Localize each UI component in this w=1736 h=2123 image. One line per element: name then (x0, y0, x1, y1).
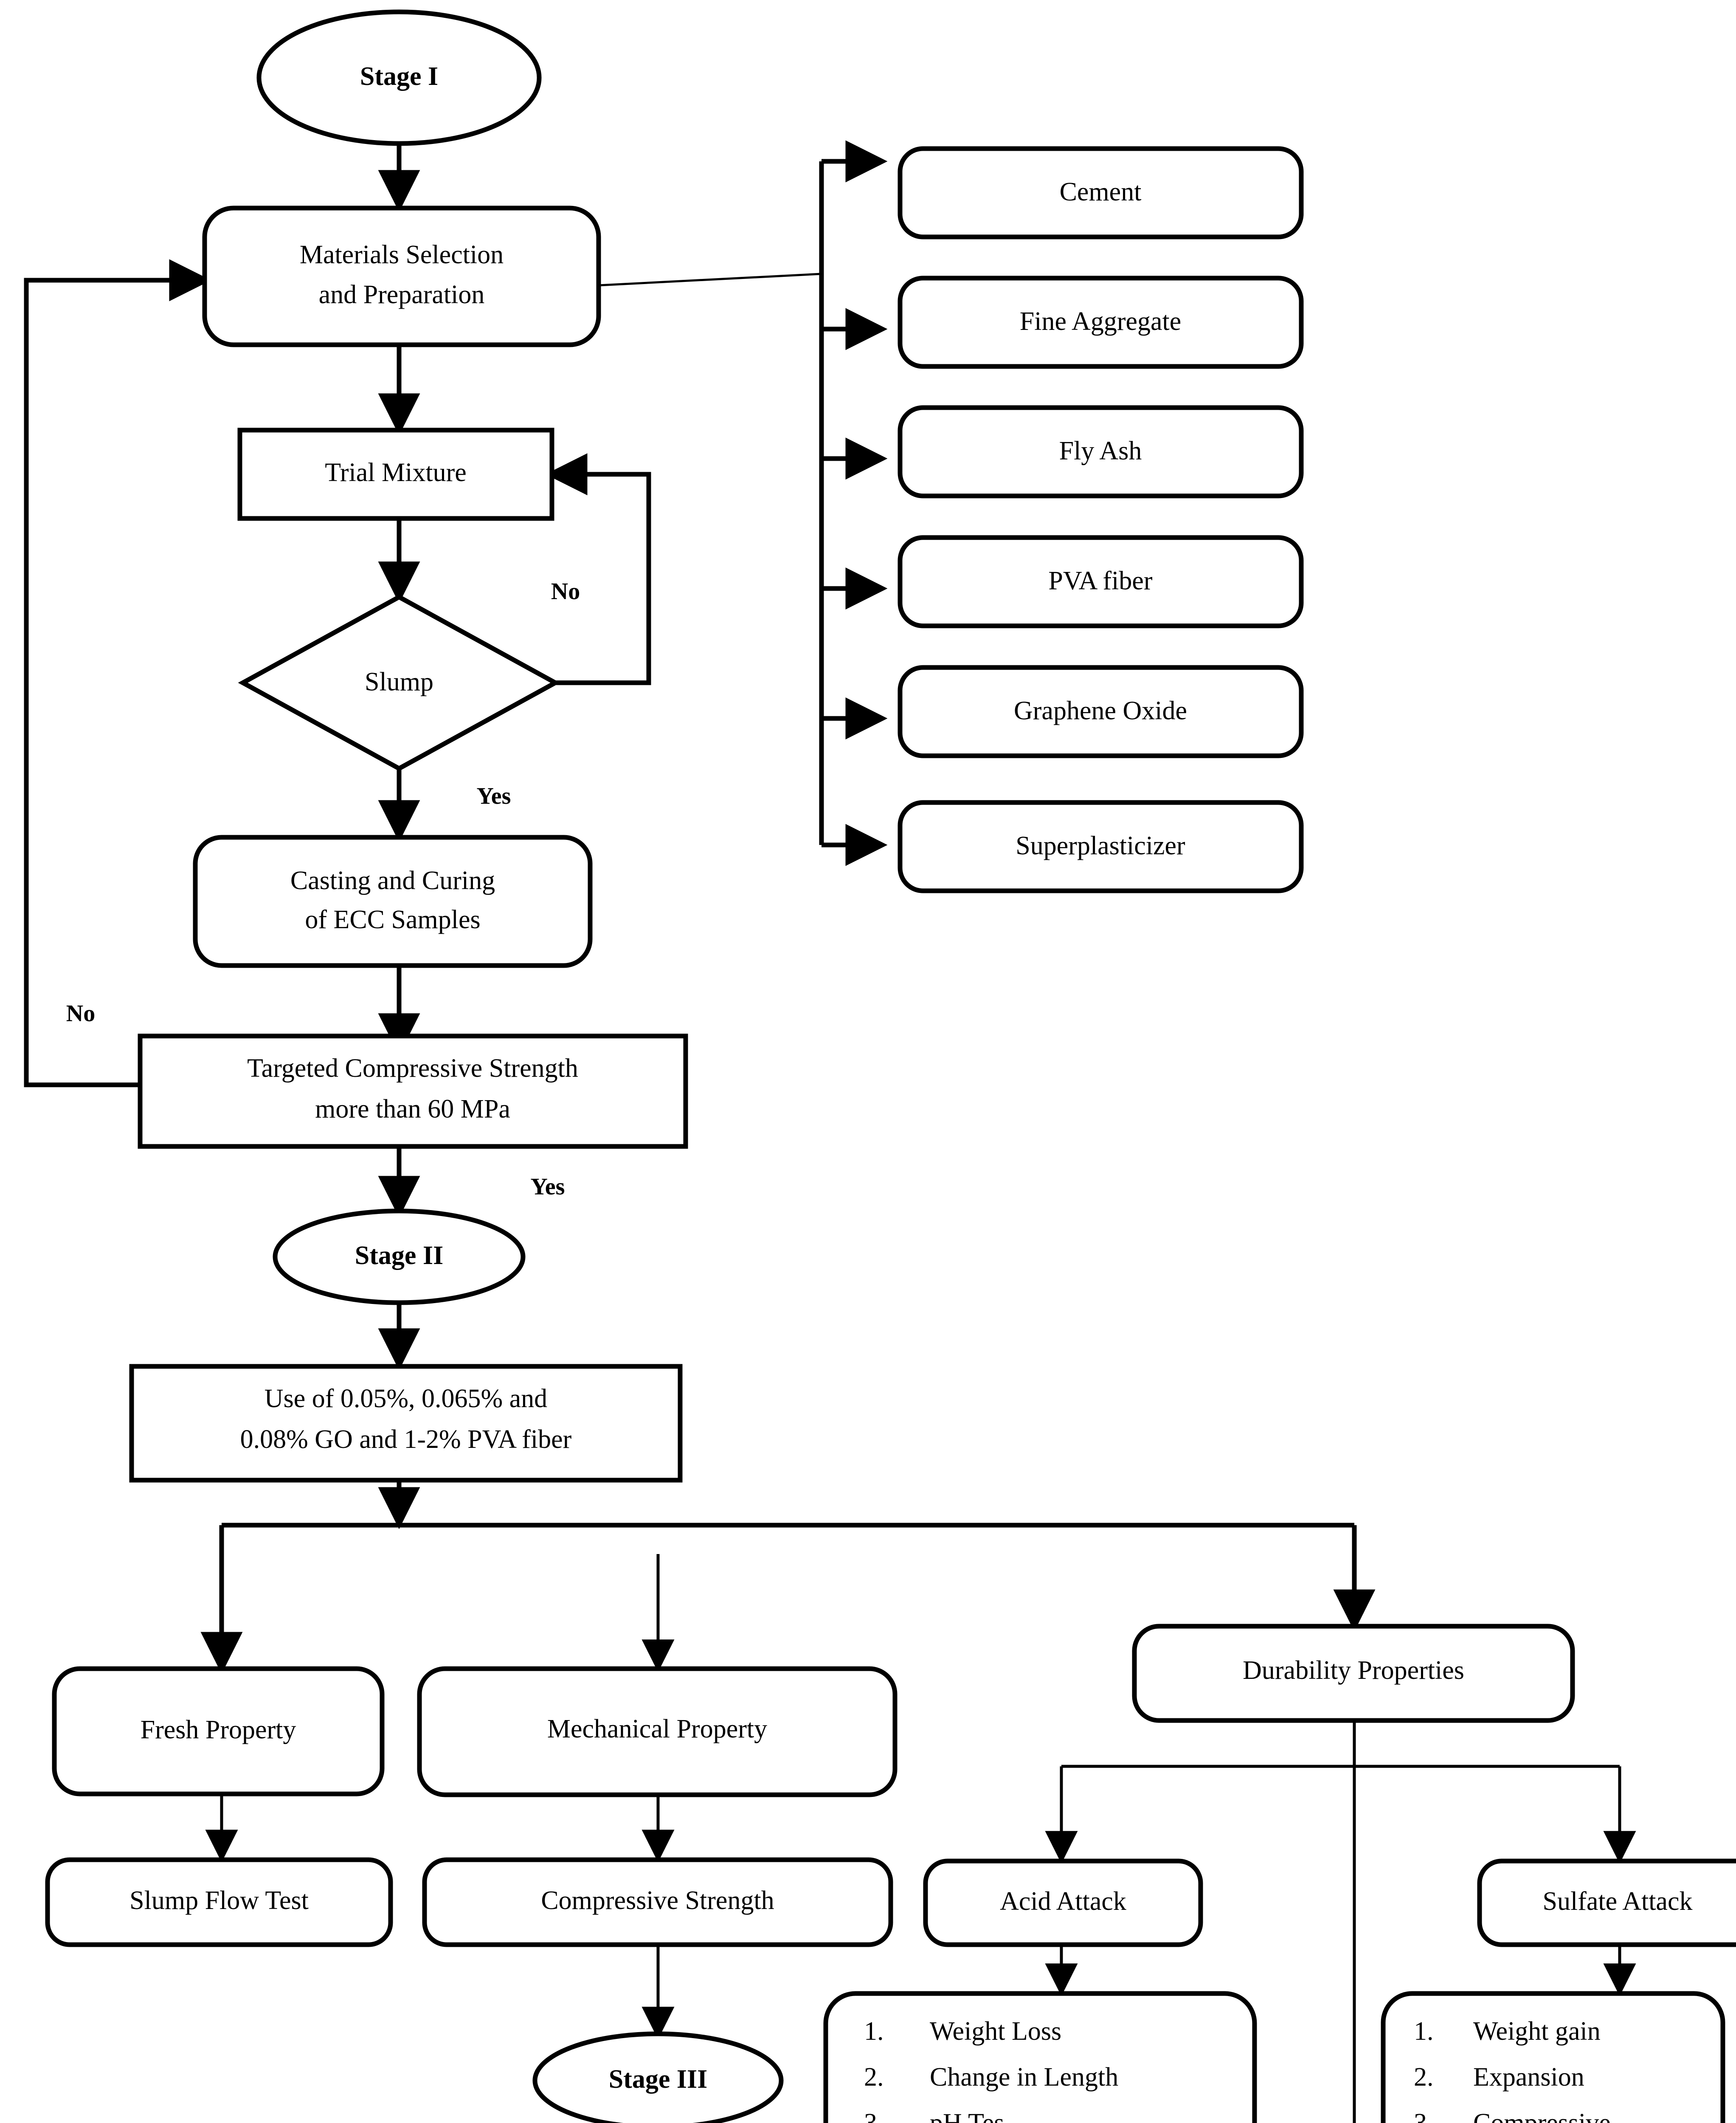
node-material-cement-label: Cement (1060, 177, 1142, 206)
acid-test-num-1: 1. (864, 2017, 884, 2046)
node-casting-line1: Casting and Curing (290, 866, 495, 895)
node-material-pva-fiber-label: PVA fiber (1048, 566, 1153, 595)
node-slump-decision[interactable]: Slump (238, 594, 560, 771)
node-materials-line1: Materials Selection (300, 240, 504, 269)
node-slump-flow-test[interactable]: Slump Flow Test (45, 1857, 393, 1947)
node-material-fine-aggregate-label: Fine Aggregate (1020, 307, 1182, 336)
node-material-cement[interactable]: Cement (898, 146, 1304, 239)
node-use-of-go-pva[interactable]: Use of 0.05%, 0.065% and 0.08% GO and 1-… (129, 1364, 683, 1483)
edge-label-targeted-no: No (66, 1000, 95, 1027)
acid-test-text-3: pH Tes (930, 2109, 1004, 2123)
node-material-fly-ash[interactable]: Fly Ash (898, 405, 1304, 498)
node-trial-mixture-label: Trial Mixture (325, 458, 467, 487)
edge-label-slump-no: No (551, 578, 580, 605)
acid-test-text-2: Change in Length (930, 2063, 1118, 2092)
edge-label-targeted-yes: Yes (531, 1174, 565, 1200)
node-casting-line2: of ECC Samples (305, 905, 480, 934)
node-material-pva-fiber[interactable]: PVA fiber (898, 535, 1304, 628)
edge-slump-no-loop (545, 453, 651, 685)
node-durability-properties[interactable]: Durability Properties (1132, 1624, 1575, 1723)
node-stage1-label: Stage I (360, 62, 438, 91)
node-acid-attack[interactable]: Acid Attack (923, 1858, 1203, 1947)
node-sulfate-attack[interactable]: Sulfate Attack (1477, 1858, 1736, 1947)
acid-attack-test-list: 1. Weight Loss 2. Change in Length 3. pH… (864, 2017, 1118, 2123)
node-mechanical-property[interactable]: Mechanical Property (417, 1666, 898, 1797)
node-material-superplasticizer-label: Superplasticizer (1016, 831, 1185, 860)
node-slump-label: Slump (365, 667, 433, 696)
node-fresh-property-label: Fresh Property (141, 1715, 296, 1744)
node-sulfate-attack-label: Sulfate Attack (1543, 1887, 1693, 1916)
node-material-graphene-oxide[interactable]: Graphene Oxide (898, 665, 1304, 758)
node-materials-selection[interactable]: Materials Selection and Preparation (202, 206, 601, 347)
edge-targeted-no-loop (24, 259, 211, 1087)
node-material-fine-aggregate[interactable]: Fine Aggregate (898, 276, 1304, 369)
node-acid-attack-label: Acid Attack (1000, 1887, 1126, 1916)
node-material-superplasticizer[interactable]: Superplasticizer (898, 800, 1304, 893)
node-targeted-line2: more than 60 MPa (315, 1095, 510, 1123)
sulfate-test-text-1: Weight gain (1473, 2017, 1601, 2046)
node-slump-flow-test-label: Slump Flow Test (129, 1886, 309, 1915)
sulfate-test-num-1: 1. (1414, 2017, 1434, 2046)
node-material-graphene-oxide-label: Graphene Oxide (1014, 696, 1187, 725)
node-useof-line2: 0.08% GO and 1-2% PVA fiber (240, 1425, 572, 1454)
node-stage2[interactable]: Stage II (273, 1208, 526, 1305)
node-targeted-strength[interactable]: Targeted Compressive Strength more than … (138, 1033, 688, 1149)
node-stage3[interactable]: Stage III (532, 2031, 784, 2123)
acid-test-num-3: 3. (864, 2109, 884, 2123)
sulfate-test-num-3: 3. (1414, 2109, 1434, 2123)
node-durability-properties-label: Durability Properties (1243, 1656, 1464, 1685)
node-sulfate-attack-tests[interactable]: 1. Weight gain 2. Expansion 3. Compressi… (1381, 1991, 1725, 2123)
node-material-fly-ash-label: Fly Ash (1059, 436, 1142, 465)
node-stage2-label: Stage II (355, 1241, 443, 1270)
node-stage3-label: Stage III (609, 2065, 708, 2094)
node-fresh-property[interactable]: Fresh Property (52, 1666, 385, 1796)
node-materials-line2: and Preparation (319, 280, 485, 309)
node-trial-mixture[interactable]: Trial Mixture (237, 428, 554, 521)
sulfate-test-num-2: 2. (1414, 2063, 1434, 2092)
node-targeted-line1: Targeted Compressive Strength (247, 1054, 578, 1083)
node-casting-curing[interactable]: Casting and Curing of ECC Samples (193, 835, 593, 968)
acid-test-num-2: 2. (864, 2063, 884, 2092)
node-acid-attack-tests[interactable]: 1. Weight Loss 2. Change in Length 3. pH… (823, 1991, 1257, 2123)
node-mechanical-property-label: Mechanical Property (547, 1715, 767, 1743)
sulfate-test-text-3: Compressive (1473, 2109, 1611, 2123)
sulfate-attack-test-list: 1. Weight gain 2. Expansion 3. Compressi… (1414, 2017, 1611, 2123)
edge-label-slump-yes: Yes (477, 783, 511, 809)
node-compressive-strength-label: Compressive Strength (541, 1886, 774, 1915)
edge-materials-to-trunk (598, 273, 822, 287)
sulfate-test-text-2: Expansion (1473, 2063, 1584, 2092)
node-stage1[interactable]: Stage I (256, 9, 542, 146)
acid-test-text-1: Weight Loss (930, 2017, 1061, 2046)
node-compressive-strength[interactable]: Compressive Strength (422, 1857, 893, 1947)
node-useof-line1: Use of 0.05%, 0.065% and (264, 1384, 547, 1413)
